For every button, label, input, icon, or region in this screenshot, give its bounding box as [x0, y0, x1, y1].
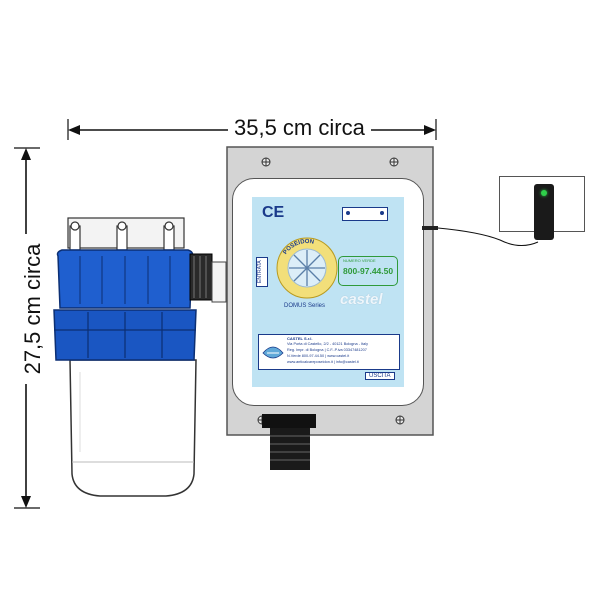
uscita-label: USCITA — [365, 372, 395, 380]
width-dimension-label: 35,5 cm circa — [228, 115, 371, 141]
company-web: www.anticalcareposeidon.it | info@castel… — [287, 360, 359, 364]
ce-mark: CE — [262, 204, 285, 221]
castel-logo-text: castel — [340, 291, 383, 308]
company-contact: N.Verde 800-97.44.50 | www.castel.it — [287, 354, 350, 358]
outlet-fitting — [262, 414, 316, 470]
power-led-icon — [541, 190, 547, 196]
toll-free-caption: NUMERO VERDE — [343, 258, 376, 263]
toll-free-number: 800-97.44.50 — [343, 266, 394, 276]
company-name: CASTEL S.r.l. — [287, 336, 313, 341]
poseidon-logo: POSEIDON — [276, 237, 338, 299]
castel-logo: castel — [340, 291, 396, 309]
castel-emblem-icon — [262, 346, 284, 359]
series-label: DOMUS Series — [284, 303, 326, 309]
company-address: Via Porta di Castello, 2/2 - 40121 Bolog… — [287, 342, 368, 346]
company-info-box: CASTEL S.r.l. Via Porta di Castello, 2/2… — [258, 334, 400, 370]
power-adapter — [534, 184, 554, 240]
filter-housing — [53, 217, 227, 497]
toll-free-box: NUMERO VERDE 800-97.44.50 — [338, 256, 398, 286]
power-cable — [422, 226, 539, 246]
status-display-window — [342, 207, 388, 221]
entrata-label: ENTRATA — [256, 257, 268, 287]
company-registry: Reg. Impr. di Bologna | C.F.-P.iva 03347… — [287, 348, 367, 352]
height-dimension-label: 27,5 cm circa — [20, 234, 46, 384]
